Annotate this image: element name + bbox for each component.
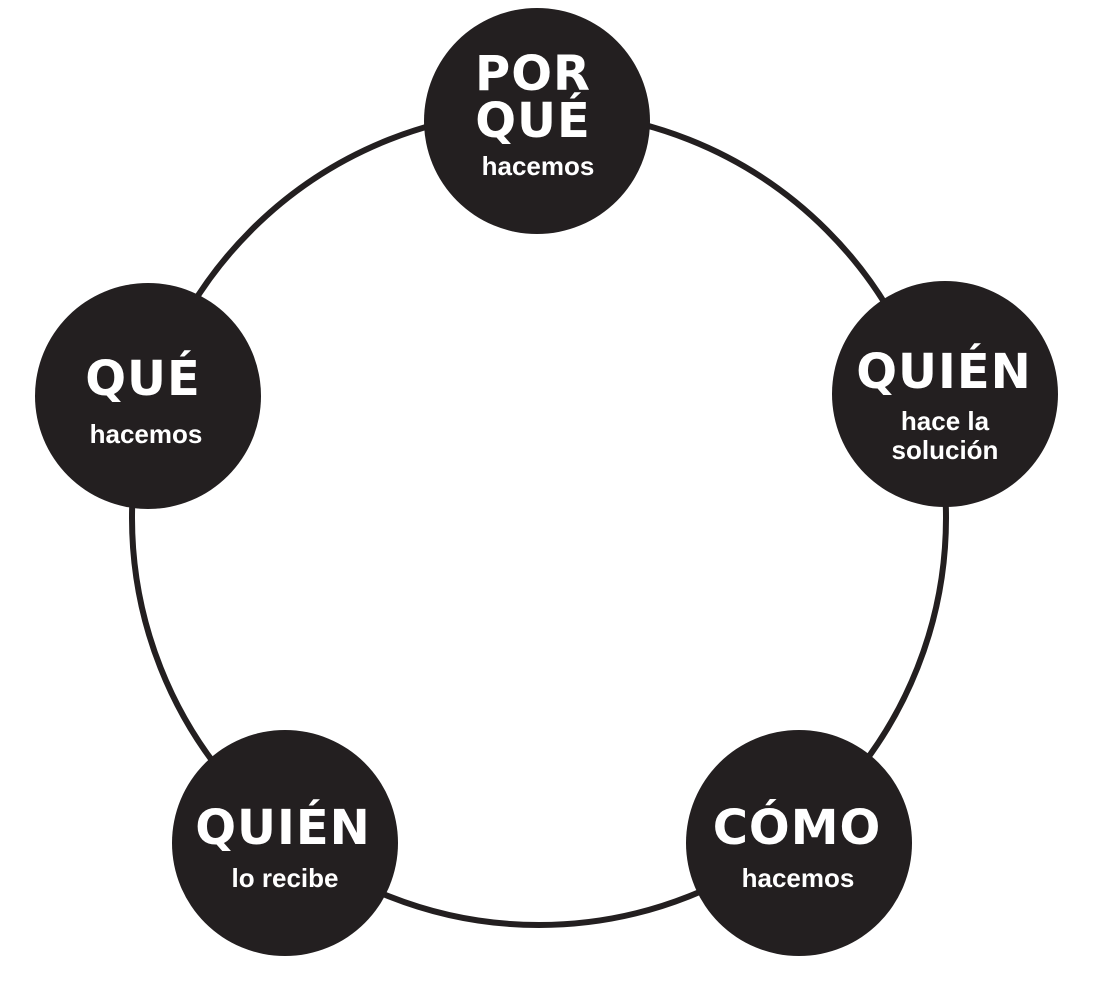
node-quien-hace: QUIÉN hace la solución	[832, 281, 1058, 507]
node-porque-title-2: QUÉ	[475, 92, 591, 149]
node-que-subtitle: hacemos	[90, 419, 203, 449]
node-porque-circle	[424, 8, 650, 234]
node-porque-subtitle: hacemos	[482, 151, 595, 181]
node-quien-hace-subtitle-1: hace la	[901, 406, 990, 436]
node-quien-recibe-title: QUIÉN	[195, 799, 371, 856]
node-como-subtitle: hacemos	[742, 863, 855, 893]
node-quien-hace-subtitle-2: solución	[892, 435, 999, 465]
node-como-circle	[686, 730, 912, 956]
node-quien-recibe-circle	[172, 730, 398, 956]
node-que-title: QUÉ	[85, 350, 201, 407]
node-quien-hace-title: QUIÉN	[856, 343, 1032, 400]
node-como: CÓMO hacemos	[686, 730, 912, 956]
node-porque-title-1: POR	[475, 46, 591, 102]
node-que-circle	[35, 283, 261, 509]
node-quien-recibe-subtitle: lo recibe	[232, 863, 339, 893]
node-quien-recibe: QUIÉN lo recibe	[172, 730, 398, 956]
node-quien-hace-circle	[832, 281, 1058, 507]
node-porque: POR QUÉ hacemos	[424, 8, 650, 234]
node-como-title: CÓMO	[713, 799, 882, 856]
node-que: QUÉ hacemos	[35, 283, 261, 509]
